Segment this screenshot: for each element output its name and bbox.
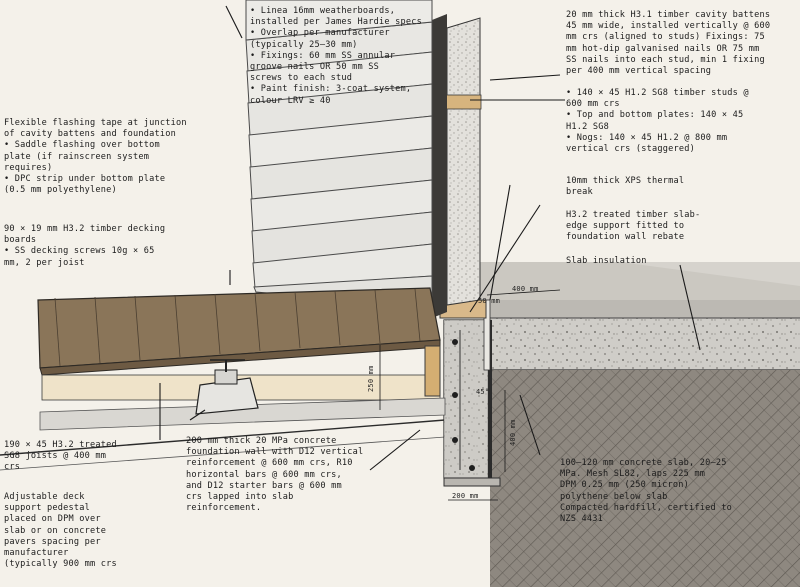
decking-note: 90 × 19 mm H3.2 timber decking boards • …: [4, 224, 166, 268]
timber-studs-note: • 140 × 45 H1.2 SG8 timber studs @ 600 m…: [566, 88, 749, 155]
foundation-wall-note: 200 mm thick 20 MPa concrete foundation …: [186, 436, 364, 514]
dim-250mm: 250 mm: [367, 365, 375, 393]
dim-45deg: 45°: [476, 388, 490, 396]
joist-note: 190 × 45 H3.2 treated SG8 joists @ 400 m…: [4, 440, 117, 473]
xps-break-note: 10mm thick XPS thermal break: [566, 176, 685, 198]
slab-insulation-note: Slab insulation: [566, 256, 647, 266]
weatherboard-note: • Linea 16mm weatherboards, installed pe…: [250, 6, 422, 106]
dim-400mm: 400 mm: [512, 285, 539, 293]
slab-edge-support-note: H3.2 treated timber slab- edge support f…: [566, 210, 701, 243]
dim-200mm: 200 mm: [452, 492, 479, 500]
pedestal-note: Adjustable deck support pedestal placed …: [4, 492, 117, 570]
dim-50mm: 50 mm: [478, 297, 501, 305]
concrete-slab-note: 100–120 mm concrete slab, 20–25 MPa. Mes…: [560, 458, 732, 525]
dim-400mm-vertical: 400 mm: [509, 419, 517, 447]
flashing-note: Flexible flashing tape at junction of ca…: [4, 118, 187, 196]
cavity-battens-note: 20 mm thick H3.1 timber cavity battens 4…: [566, 10, 771, 77]
